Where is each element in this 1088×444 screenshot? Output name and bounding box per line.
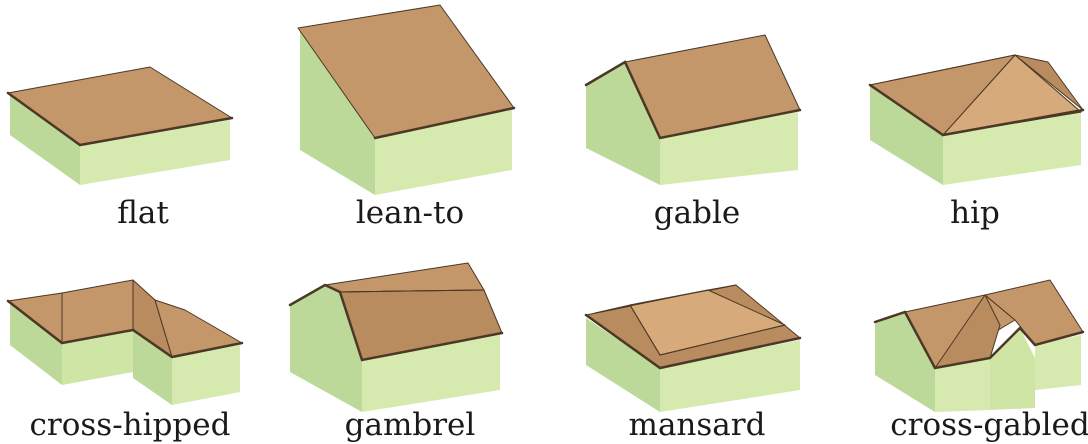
label-gambrel: gambrel [344, 407, 476, 443]
label-cross-gabled: cross-gabled [890, 407, 1088, 443]
house-cross-hipped [6, 279, 244, 405]
label-lean-to: lean-to [355, 195, 465, 231]
house-gambrel [288, 262, 504, 412]
label-hip: hip [950, 195, 1000, 231]
label-mansard: mansard [628, 407, 766, 443]
house-mansard [584, 284, 802, 412]
label-cross-hipped: cross-hipped [29, 407, 231, 443]
house-hip [868, 54, 1085, 185]
house-cross-gabled [873, 279, 1085, 412]
house-flat [6, 66, 234, 185]
label-gable: gable [653, 195, 741, 231]
house-gable [584, 34, 802, 185]
house-lean-to [297, 4, 516, 195]
label-flat: flat [117, 195, 169, 231]
